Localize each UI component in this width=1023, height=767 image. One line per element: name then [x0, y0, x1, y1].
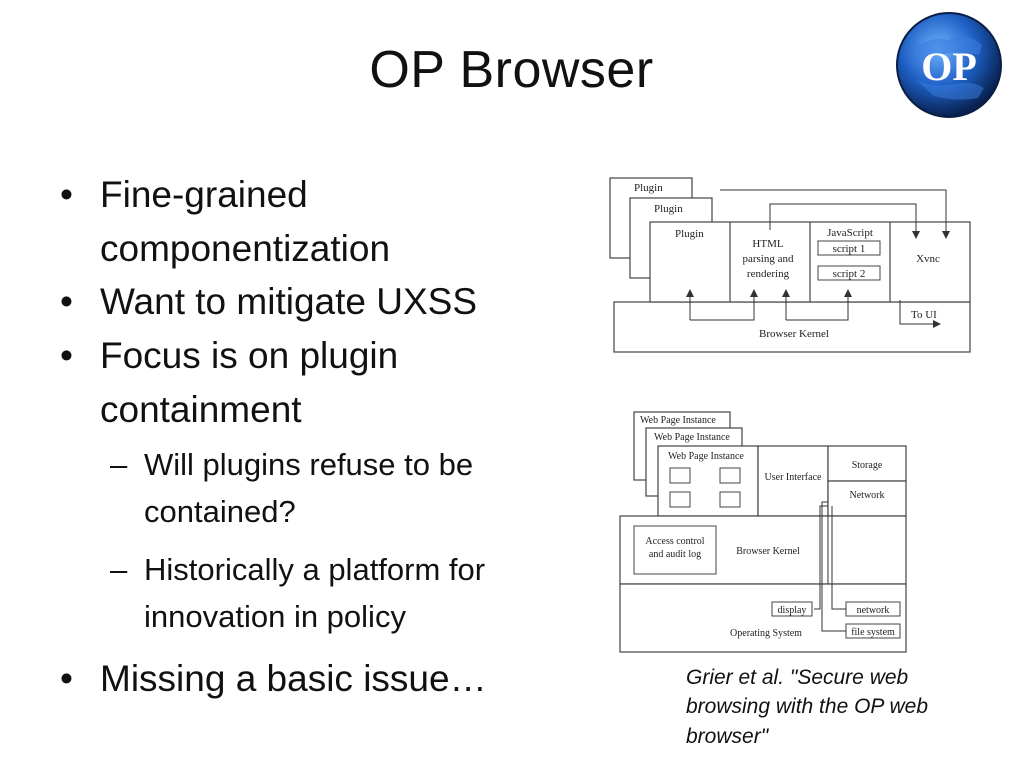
web-page-instance-label: Web Page Instance: [654, 432, 730, 443]
op-logo: OP: [896, 12, 1002, 118]
to-ui-label: To UI: [911, 309, 937, 321]
sub-bullet-list: –Will plugins refuse to be contained? –H…: [100, 442, 580, 640]
network-os-label: network: [857, 605, 890, 616]
script2-label: script 2: [833, 268, 866, 280]
storage-label: Storage: [852, 460, 883, 471]
citation-caption: Grier et al. "Secure web browsing with t…: [686, 666, 929, 748]
plugin-label: Plugin: [634, 182, 663, 194]
html-label: parsing and: [742, 253, 794, 265]
bullet-list: •Fine-grained componentization •Want to …: [60, 168, 580, 706]
html-label: rendering: [747, 268, 790, 280]
script1-label: script 1: [833, 243, 866, 255]
display-label: display: [778, 605, 807, 616]
browser-kernel-label: Browser Kernel: [736, 546, 800, 557]
sub-bullet-item: –Historically a platform for innovation …: [110, 552, 486, 634]
javascript-label: JavaScript: [827, 227, 873, 239]
architecture-diagram-top: Plugin Plugin Plugin HTML parsing and re…: [609, 177, 971, 353]
browser-kernel-label: Browser Kernel: [759, 328, 829, 340]
xvnc-label: Xvnc: [916, 253, 940, 265]
bullet-item: •Missing a basic issue…: [60, 658, 487, 700]
slide-title: OP Browser: [369, 41, 654, 99]
user-interface-label: User Interface: [765, 472, 822, 483]
access-control-label: Access control: [645, 536, 704, 547]
file-system-label: file system: [851, 627, 895, 638]
html-label: HTML: [752, 238, 783, 250]
plugin-label: Plugin: [675, 228, 704, 240]
web-page-instance-label: Web Page Instance: [668, 451, 744, 462]
network-label: Network: [850, 490, 885, 501]
operating-system-label: Operating System: [730, 628, 802, 639]
plugin-label: Plugin: [654, 203, 683, 215]
bullet-item: •Focus is on plugin containment –Will pl…: [60, 329, 580, 640]
bullet-item: •Fine-grained componentization: [60, 174, 391, 269]
bullet-item: •Want to mitigate UXSS: [60, 281, 477, 323]
web-page-instance-label: Web Page Instance: [640, 415, 716, 426]
access-control-label: and audit log: [649, 549, 701, 560]
architecture-diagram-bottom: Web Page Instance Web Page Instance Web …: [619, 411, 907, 653]
logo-text: OP: [921, 44, 977, 89]
sub-bullet-item: –Will plugins refuse to be contained?: [110, 447, 474, 529]
